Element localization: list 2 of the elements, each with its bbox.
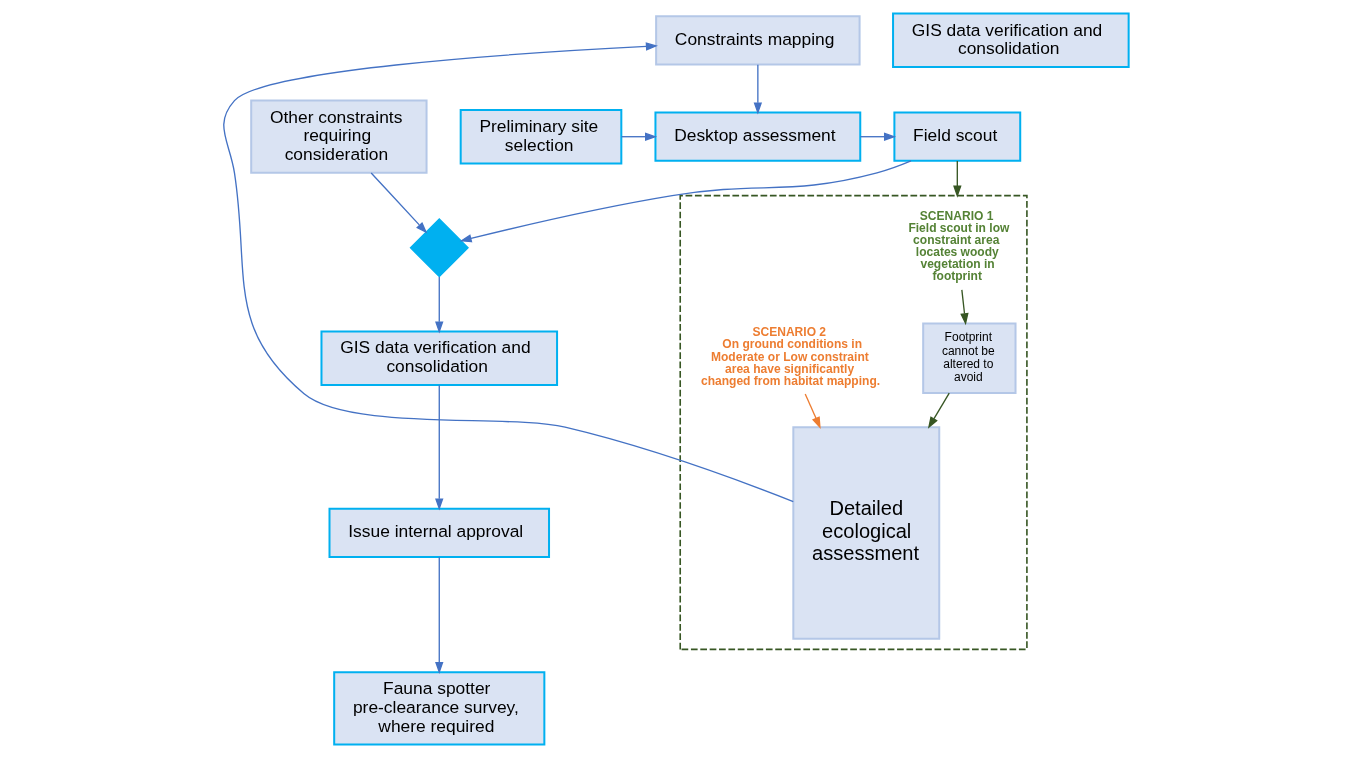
node-text: SCENARIO 1 Field scout in low constraint area locates woody vegetation in footprint bbox=[907, 208, 1009, 284]
node-text: SCENARIO 2 On ground conditions in Moderate or Low constraint area have significantly changed from habitat mapping. bbox=[700, 325, 880, 388]
